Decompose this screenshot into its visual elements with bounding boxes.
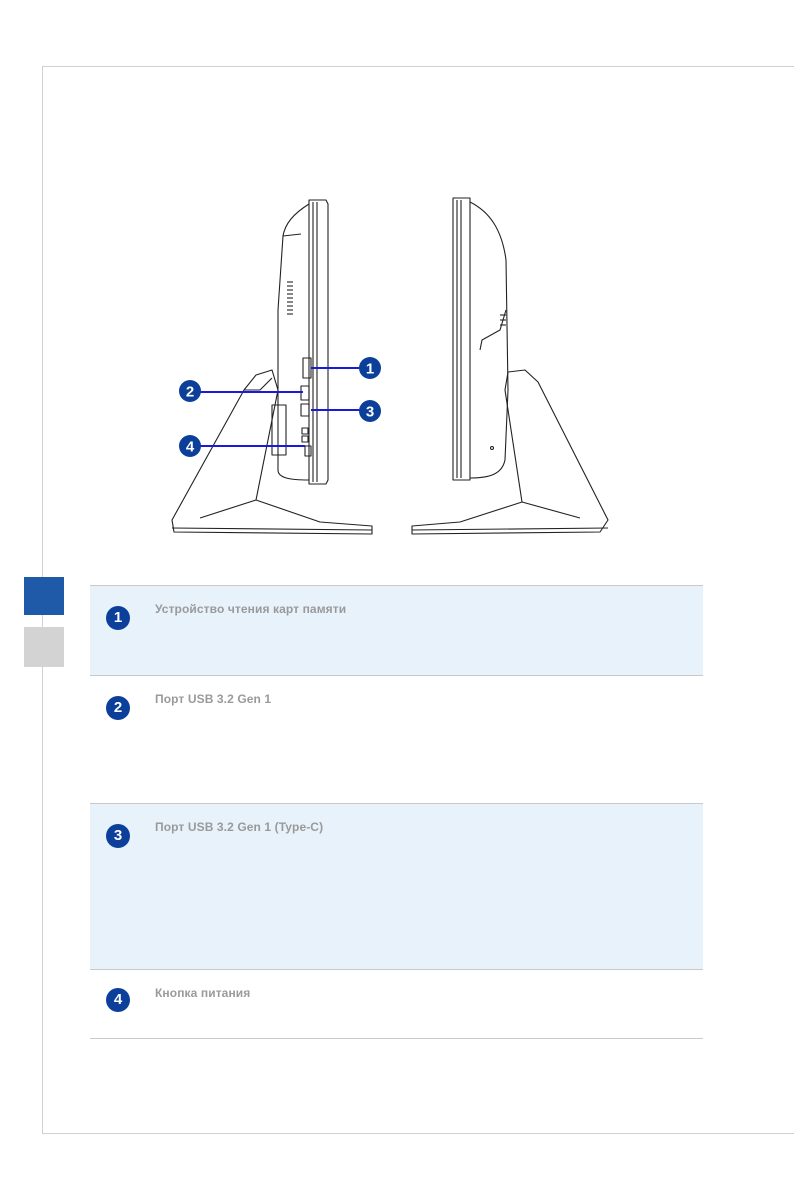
item-label: Устройство чтения карт памяти <box>155 602 347 616</box>
callout-3: 3 <box>359 400 381 422</box>
legend-row: 4 Кнопка питания <box>90 969 703 1039</box>
callout-1-label: 1 <box>366 361 374 378</box>
callout-4-label: 4 <box>186 439 195 456</box>
chapter-tab-inactive <box>24 627 64 667</box>
chapter-tab-active <box>24 577 64 615</box>
port-legend-table: 1 Устройство чтения карт памяти 2 Порт U… <box>90 585 703 1039</box>
item-label: Кнопка питания <box>155 986 251 1000</box>
item-number-badge: 2 <box>106 696 130 720</box>
callout-1: 1 <box>359 357 381 379</box>
legend-row: 3 Порт USB 3.2 Gen 1 (Type-C) <box>90 803 703 969</box>
item-label: Порт USB 3.2 Gen 1 (Type-C) <box>155 820 324 834</box>
callout-2-label: 2 <box>186 384 194 401</box>
right-side-view <box>411 197 609 535</box>
callout-3-label: 3 <box>366 404 374 421</box>
item-number-badge: 3 <box>106 824 130 848</box>
callout-badges: 1 2 3 4 <box>179 357 381 457</box>
item-number-badge: 1 <box>106 606 130 630</box>
callout-4: 4 <box>179 435 201 457</box>
left-side-view <box>171 199 373 535</box>
callout-lines <box>200 367 360 447</box>
callout-2: 2 <box>179 380 201 402</box>
legend-row: 2 Порт USB 3.2 Gen 1 <box>90 675 703 803</box>
item-label: Порт USB 3.2 Gen 1 <box>155 692 272 706</box>
legend-row: 1 Устройство чтения карт памяти <box>90 585 703 675</box>
item-number-badge: 4 <box>106 988 130 1012</box>
side-view-illustration: 1 2 3 4 <box>171 197 609 535</box>
